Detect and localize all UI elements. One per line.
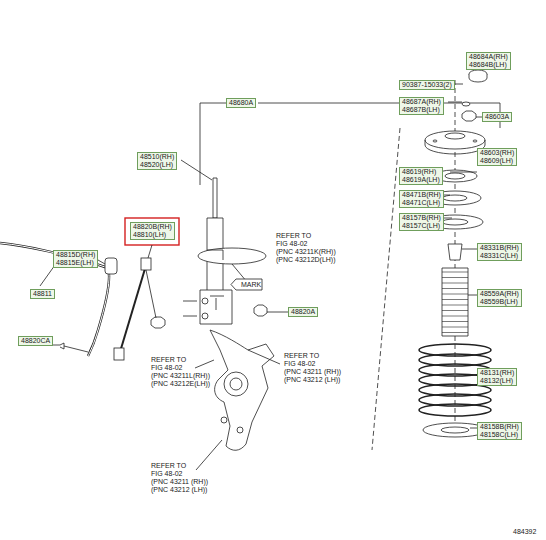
- stabilizer-link: [120, 262, 147, 352]
- reference-note: FIG 48-02: [275, 240, 309, 248]
- part-number: 48157B(RH): [402, 214, 441, 222]
- part-number: 48157C(LH): [402, 222, 441, 230]
- reference-note: FIG 48-02: [150, 470, 184, 478]
- part-number: 48820B(RH): [133, 223, 172, 231]
- part-number: 48619A(LH): [402, 176, 440, 184]
- spring-seat: [198, 248, 266, 264]
- leader-line: [258, 103, 500, 128]
- part-number: 48684B(LH): [469, 61, 508, 69]
- reference-note: (PNC 43211K(RH)): [275, 248, 337, 256]
- part-callout: 48471B(RH)48471C(LH): [399, 190, 444, 208]
- part-number: 48815E(LH): [56, 259, 95, 267]
- highlight-frame: [125, 218, 179, 245]
- leader-line: [200, 103, 226, 185]
- part-number: 48158B(RH): [480, 423, 519, 431]
- reference-note: (PNC 43212D(LH)): [275, 256, 337, 264]
- dust-boot: [442, 268, 468, 336]
- stabilizer-bar: [0, 243, 109, 356]
- steering-knuckle: [210, 330, 274, 450]
- part-number: 48820A: [291, 308, 315, 316]
- reference-note: (PNC 43211L(RH)): [150, 372, 211, 380]
- mark-tag: [231, 279, 262, 290]
- reference-note: MARK: [240, 281, 262, 289]
- part-number: 48559B(LH): [480, 298, 519, 306]
- part-number: 48471B(RH): [402, 191, 441, 199]
- part-number: 48559A(RH): [480, 290, 519, 298]
- part-callout: 48331B(RH)48331C(LH): [477, 243, 522, 261]
- part-callout: 48680A: [226, 98, 256, 108]
- part-number: 48158C(LH): [480, 431, 519, 439]
- reference-note: REFER TO: [150, 356, 187, 364]
- part-number: 48331B(RH): [480, 244, 519, 252]
- part-callout: 48603A: [482, 112, 512, 122]
- part-number: 48811: [33, 290, 52, 298]
- stabilizer-bushing: [105, 258, 117, 274]
- part-callout: 48559A(RH)48559B(LH): [477, 289, 522, 307]
- strut-bracket: [200, 290, 232, 324]
- nut: [151, 317, 165, 328]
- part-number: 48815D(RH): [56, 251, 95, 259]
- part-callout: 48815D(RH)48815E(LH): [53, 250, 98, 268]
- reference-note: FIG 48-02: [283, 360, 317, 368]
- nut: [462, 111, 476, 121]
- part-number: 48619(RH): [402, 168, 440, 176]
- strut-mount: [425, 131, 485, 149]
- reference-note: FIG 48-02: [150, 364, 184, 372]
- part-callout: 48820A: [288, 307, 318, 317]
- part-callout: 48131(RH)48132(LH): [477, 368, 517, 386]
- part-number: 48520(LH): [140, 161, 174, 169]
- part-number: 48603(RH): [480, 149, 514, 157]
- part-callout: 48603(RH)48609(LH): [477, 148, 517, 166]
- part-callout: 48510(RH)48520(LH): [137, 152, 177, 170]
- part-number: 48331C(LH): [480, 252, 519, 260]
- part-number: 48687A(RH): [402, 98, 441, 106]
- reference-note: (PNC 43211 (RH)): [283, 368, 342, 376]
- reference-note: (PNC 43212 (LH)): [150, 486, 208, 494]
- part-callout: 48157B(RH)48157C(LH): [399, 213, 444, 231]
- part-callout: 48158B(RH)48158C(LH): [477, 422, 522, 440]
- piston-rod: [213, 178, 217, 218]
- part-number: 48471C(LH): [402, 199, 441, 207]
- reference-note: REFER TO: [283, 352, 320, 360]
- part-number: 48687B(LH): [402, 106, 441, 114]
- part-number: 48132(LH): [480, 377, 514, 385]
- reference-note: REFER TO: [150, 462, 187, 470]
- reference-note: (PNC 43212 (LH)): [283, 376, 341, 384]
- part-callout: 48684A(RH)48684B(LH): [466, 52, 511, 70]
- part-number: 48820CA: [21, 337, 50, 345]
- part-number: 48609(LH): [480, 157, 514, 165]
- centre-line: [372, 128, 400, 450]
- reference-note: (PNC 43211 (RH)): [150, 478, 209, 486]
- part-callout: 48820CA: [18, 336, 53, 346]
- part-number: 48510(RH): [140, 153, 174, 161]
- part-number: 48684A(RH): [469, 53, 508, 61]
- bound-stopper: [448, 244, 462, 260]
- part-number: 48603A: [485, 113, 509, 121]
- reference-note: 484392: [512, 528, 537, 536]
- part-callout: 48811: [30, 289, 55, 299]
- part-number: 48680A: [229, 99, 253, 107]
- part-callout: 48687A(RH)48687B(LH): [399, 97, 444, 115]
- reference-note: (PNC 43212E(LH)): [150, 380, 211, 388]
- reference-note: REFER TO: [275, 232, 312, 240]
- part-callout: 48619(RH)48619A(LH): [399, 167, 443, 185]
- part-number: 48810(LH): [133, 231, 172, 239]
- part-callout: 48820B(RH)48810(LH): [130, 222, 175, 240]
- part-number: 48131(RH): [480, 369, 514, 377]
- part-number: 90387-15033(2): [402, 81, 452, 89]
- part-callout: 90387-15033(2): [399, 80, 455, 90]
